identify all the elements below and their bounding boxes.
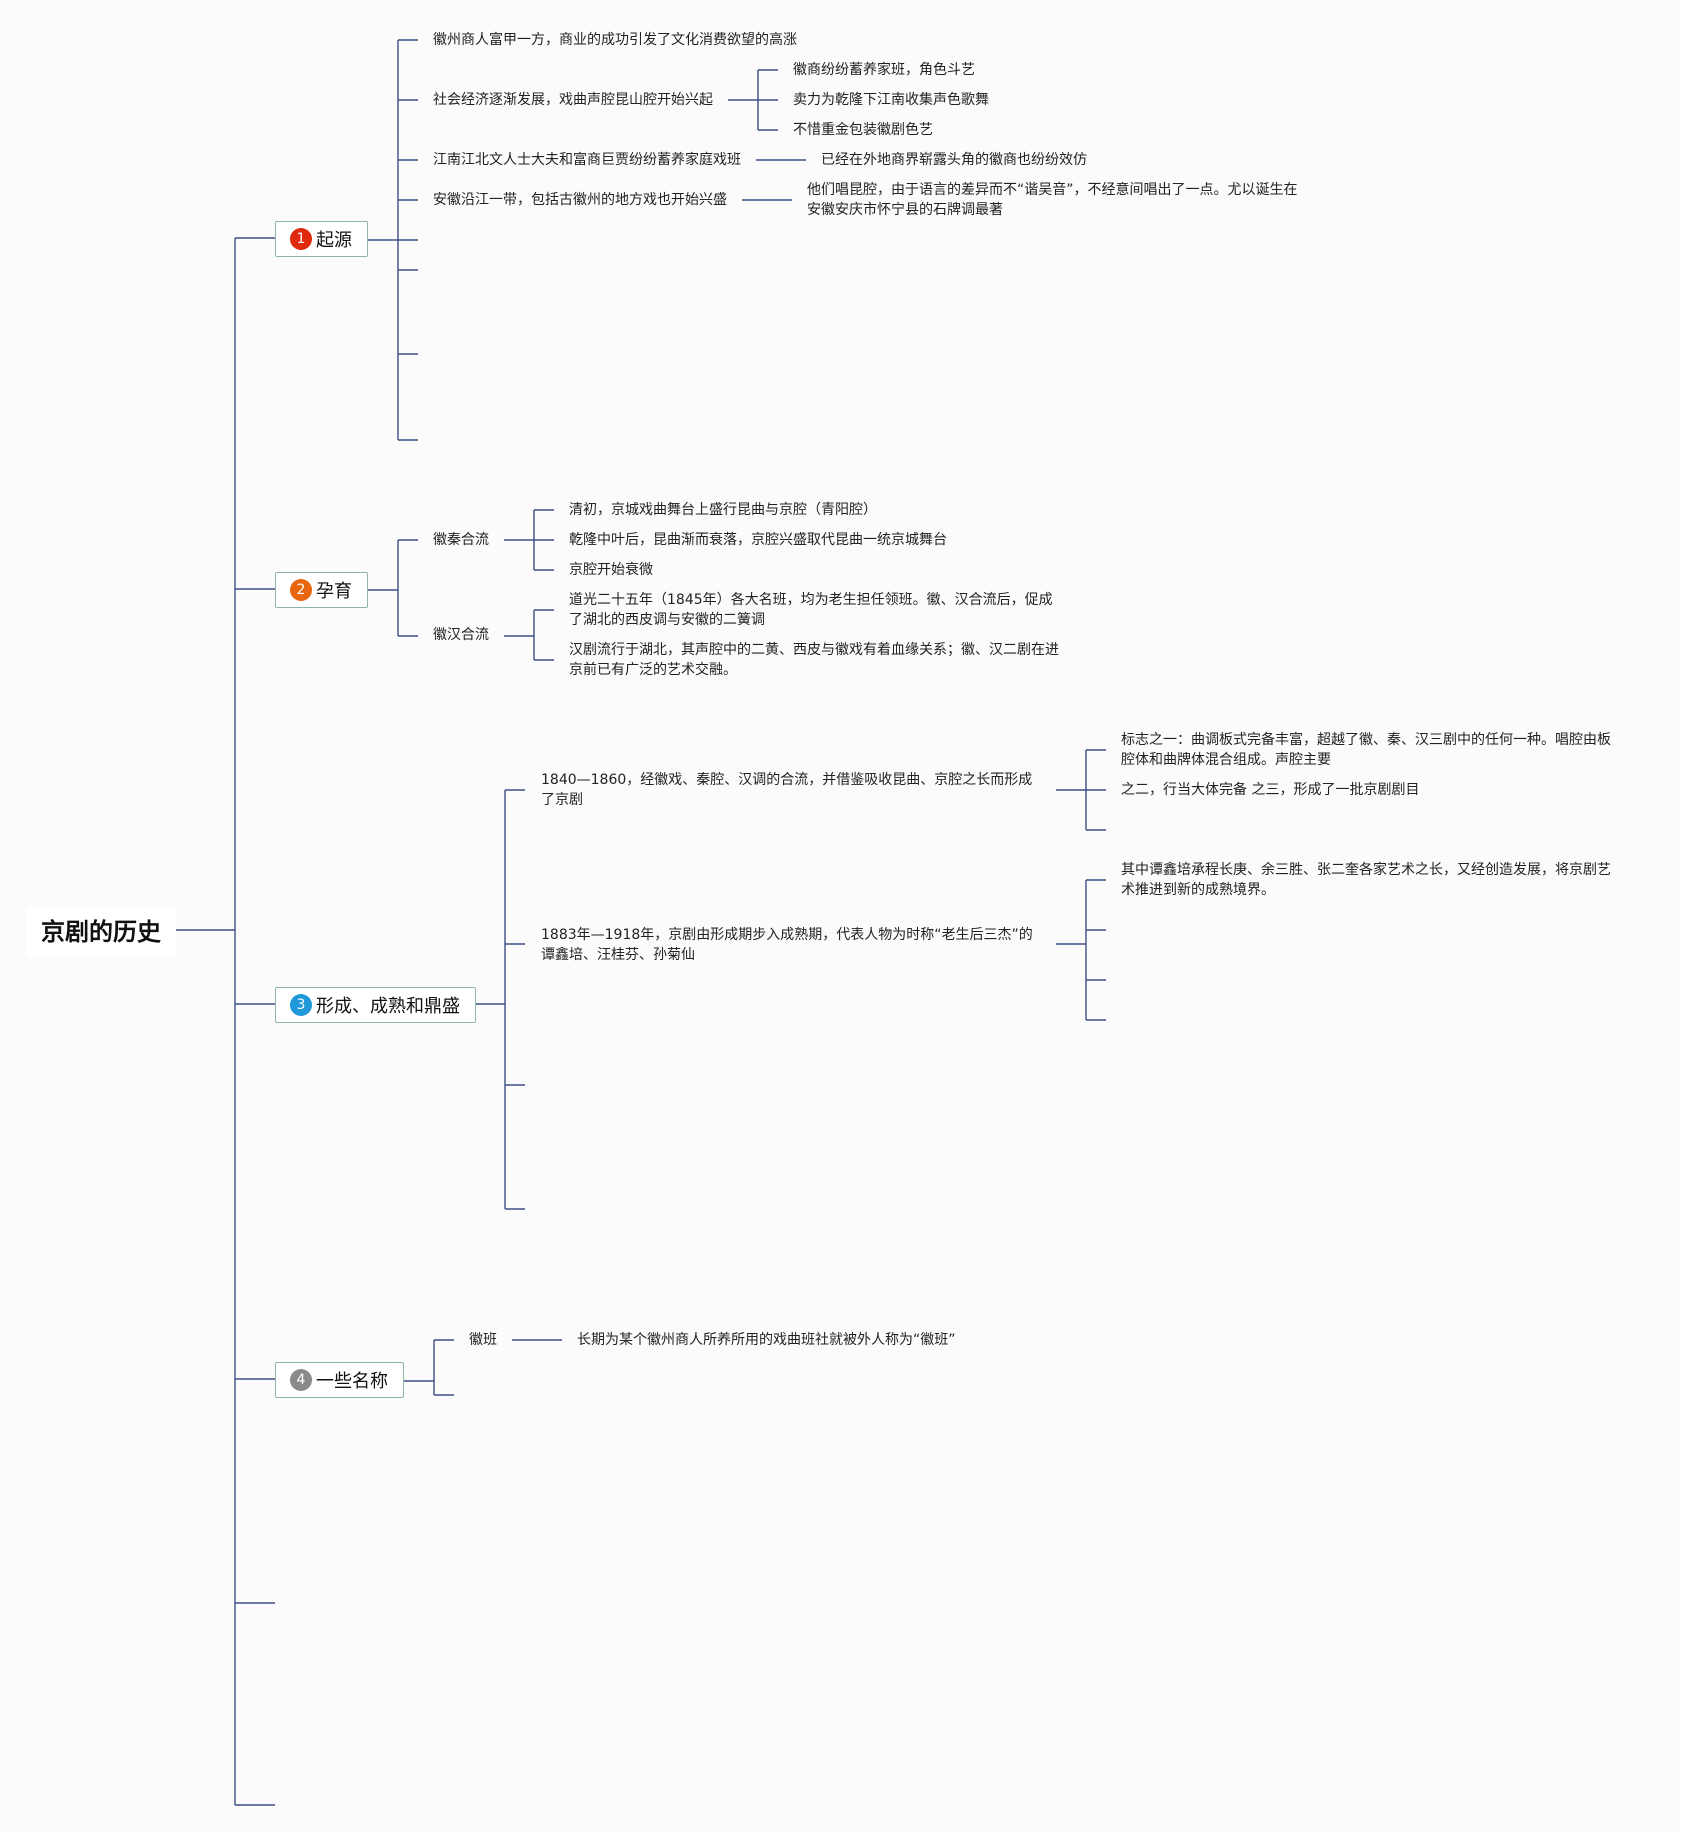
topic-gestation-label: 孕育 [316, 581, 352, 602]
origin-item-3-child-1[interactable]: 已经在外地商界崭露头角的徽商也纷纷效仿 [821, 152, 1087, 168]
topic-formation-label: 形成、成熟和鼎盛 [316, 996, 460, 1017]
formation-item-2-child-1[interactable]: 其中谭鑫培承程长庚、余三胜、张二奎各家艺术之长，又经创造发展，将京剧艺术推进到新… [1121, 862, 1611, 898]
number-2-badge: 2 [290, 579, 312, 601]
topic-formation[interactable]: 3 形成、成熟和鼎盛 [275, 987, 476, 1023]
number-4-badge: 4 [290, 1369, 312, 1391]
origin-item-4-child-1[interactable]: 他们唱昆腔，由于语言的差异而不“谐吴音”，不经意间唱出了一点。尤以诞生在安徽安庆… [807, 182, 1298, 218]
origin-item-3[interactable]: 江南江北文人士大夫和富商巨贾纷纷蓄养家庭戏班 [433, 152, 741, 168]
gestation-item-1-child-2[interactable]: 乾隆中叶后，昆曲渐而衰落，京腔兴盛取代昆曲一统京城舞台 [569, 532, 947, 548]
origin-item-4[interactable]: 安徽沿江一带，包括古徽州的地方戏也开始兴盛 [433, 192, 727, 208]
gestation-item-1-child-1[interactable]: 清初，京城戏曲舞台上盛行昆曲与京腔（青阳腔） [569, 502, 877, 518]
gestation-item-2-child-2[interactable]: 汉剧流行于湖北，其声腔中的二黄、西皮与徽戏有着血缘关系；徽、汉二剧在进京前已有广… [569, 642, 1059, 678]
names-item-1-child-1[interactable]: 长期为某个徽州商人所养所用的戏曲班社就被外人称为“徽班” [577, 1332, 956, 1348]
origin-item-2-child-3[interactable]: 不惜重金包装徽剧色艺 [793, 122, 933, 138]
gestation-item-1[interactable]: 徽秦合流 [433, 532, 489, 548]
names-item-1[interactable]: 徽班 [469, 1332, 497, 1348]
topic-origin-label: 起源 [316, 230, 352, 251]
number-1-badge: 1 [290, 228, 312, 250]
origin-item-2-child-2[interactable]: 卖力为乾隆下江南收集声色歌舞 [793, 92, 989, 108]
origin-item-2-child-1[interactable]: 徽商纷纷蓄养家班，角色斗艺 [793, 62, 975, 78]
formation-item-1-child-1[interactable]: 标志之一：曲调板式完备丰富，超越了徽、秦、汉三剧中的任何一种。唱腔由板腔体和曲牌… [1121, 732, 1611, 768]
root-topic[interactable]: 京剧的历史 [26, 908, 176, 956]
gestation-item-2[interactable]: 徽汉合流 [433, 627, 489, 643]
formation-item-1-child-2[interactable]: 之二，行当大体完备 之三，形成了一批京剧剧目 [1121, 782, 1420, 798]
topic-names-label: 一些名称 [316, 1371, 388, 1392]
formation-item-1[interactable]: 1840—1860，经徽戏、秦腔、汉调的合流，并借鉴吸收昆曲、京腔之长而形成了京… [541, 772, 1033, 808]
origin-item-1[interactable]: 徽州商人富甲一方，商业的成功引发了文化消费欲望的高涨 [433, 32, 797, 48]
origin-item-2[interactable]: 社会经济逐渐发展，戏曲声腔昆山腔开始兴起 [433, 92, 713, 108]
formation-item-2[interactable]: 1883年—1918年，京剧由形成期步入成熟期，代表人物为时称“老生后三杰”的谭… [541, 927, 1033, 963]
number-3-badge: 3 [290, 994, 312, 1016]
topic-gestation[interactable]: 2 孕育 [275, 572, 368, 608]
gestation-item-1-child-3[interactable]: 京腔开始衰微 [569, 562, 653, 578]
gestation-item-2-child-1[interactable]: 道光二十五年（1845年）各大名班，均为老生担任领班。徽、汉合流后，促成了湖北的… [569, 592, 1053, 628]
topic-names[interactable]: 4 一些名称 [275, 1362, 404, 1398]
topic-origin[interactable]: 1 起源 [275, 221, 368, 257]
